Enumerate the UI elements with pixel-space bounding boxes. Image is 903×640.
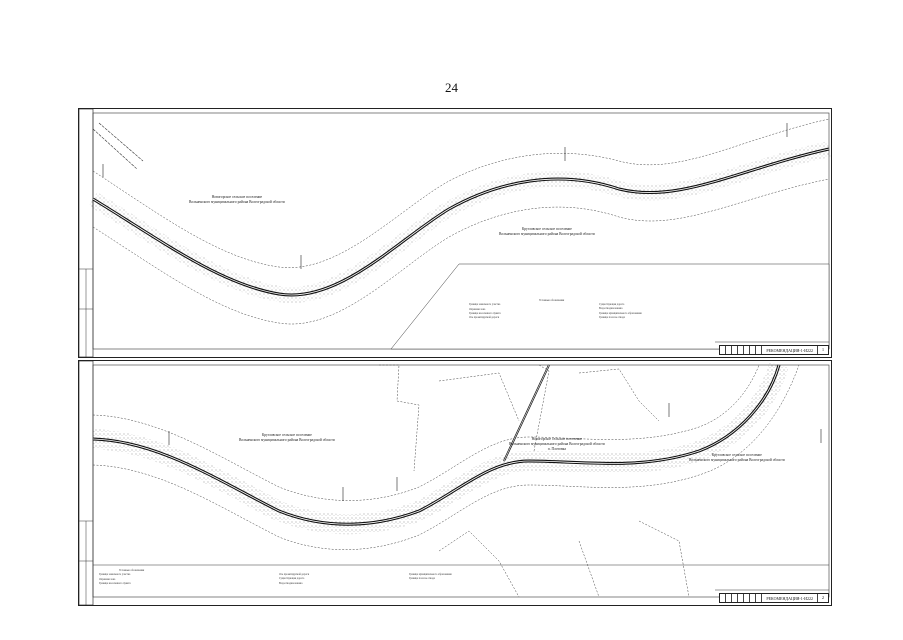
legend-1: Условные обозначения Граница земельного …: [469, 299, 564, 320]
region-label-right: Кругловское сельское поселение Вольненск…: [689, 453, 785, 462]
sheet-number: 2: [817, 594, 828, 602]
legend-item: Граница муниципального образования: [409, 573, 452, 576]
legend-item: Существующая дорога: [279, 577, 305, 581]
region-label-center: Новогорское сельское поселение Вольненск…: [509, 437, 605, 451]
legend-item: Граница полосы отвода: [599, 315, 625, 319]
region-label-left: Кругловское сельское поселение Вольненск…: [239, 433, 335, 442]
legend-2: Условные обозначения Граница земельного …: [99, 569, 144, 586]
legend-item: Существующая дорога: [599, 303, 625, 306]
legend-2c: Граница муниципального образования Грани…: [409, 573, 452, 582]
legend-item: Граница полосы отвода: [409, 577, 435, 581]
legend-item: Граница населенного пункта: [469, 311, 501, 315]
legend-item: Охранная зона: [469, 307, 486, 311]
drawing-sheet-2: Кругловское сельское поселение Вольненск…: [78, 360, 832, 606]
legend-2b: Ось проектируемой дороги Существующая до…: [279, 573, 309, 586]
title-block-stamp: РЕКОМЕНДАЦИЯ-1-И222 1: [719, 345, 829, 355]
legend-title: Условные обозначения: [539, 299, 565, 302]
legend-item: Граница населенного пункта: [99, 581, 131, 585]
drawing-code: РЕКОМЕНДАЦИЯ-1-И222: [766, 347, 813, 353]
title-block-stamp: РЕКОМЕНДАЦИЯ-1-И222 2: [719, 593, 829, 603]
legend-item: Ось проектируемой дороги: [469, 316, 500, 320]
legend-item: Охранная зона: [99, 577, 116, 581]
map-drawing-1: [79, 109, 831, 357]
legend-item: Водоотводная канава: [279, 581, 303, 585]
region-label-left: Новогорское сельское поселение Вольненск…: [189, 195, 285, 204]
legend-item: Ось проектируемой дороги: [279, 573, 310, 576]
legend-item: Граница муниципального образования: [599, 311, 642, 315]
page-number: 24: [445, 80, 458, 95]
drawing-code: РЕКОМЕНДАЦИЯ-1-И222: [766, 595, 813, 601]
map-drawing-2: [79, 361, 830, 605]
drawing-sheet-1: Новогорское сельское поселение Вольненск…: [78, 108, 832, 358]
legend-title: Условные обозначения: [119, 569, 145, 572]
legend-1b: Существующая дорога Водоотводная канава …: [599, 303, 642, 320]
legend-item: Граница земельного участка: [469, 303, 501, 307]
legend-item: Водоотводная канава: [599, 307, 623, 311]
region-label-right: Кругловское сельское поселение Вольненск…: [499, 227, 595, 236]
legend-item: Граница земельного участка: [99, 573, 131, 577]
sheet-number: 1: [817, 346, 828, 354]
